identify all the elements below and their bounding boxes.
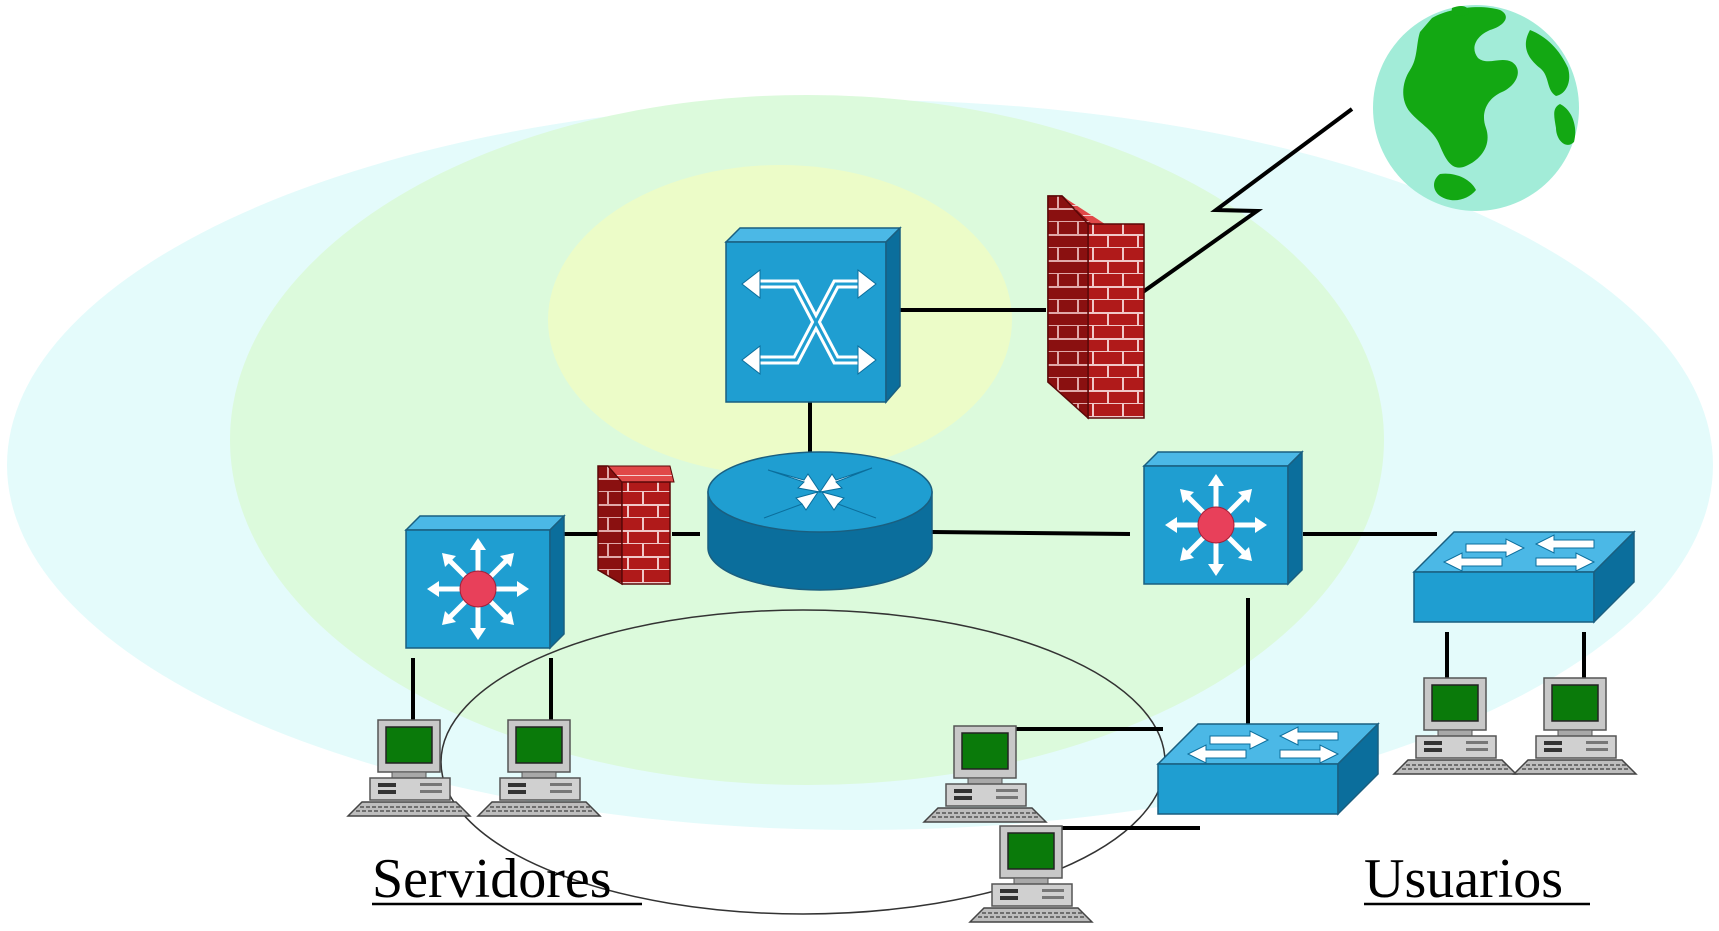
server-multilayer-switch-icon <box>406 516 564 648</box>
user-multilayer-switch-icon <box>1144 452 1302 584</box>
servers-label: Servidores <box>372 848 612 910</box>
user-access-switch-center-icon <box>1157 723 1379 815</box>
user-workstation-2-icon <box>969 825 1093 923</box>
user-workstation-4-icon <box>1513 677 1637 775</box>
user-access-switch-right-icon <box>1413 531 1635 623</box>
links <box>411 107 1586 830</box>
users-label: Usuarios <box>1364 848 1563 910</box>
core-switch-icon <box>724 226 902 404</box>
globe-icon <box>1373 5 1579 211</box>
router-icon <box>707 451 933 591</box>
server-firewall-icon <box>597 465 675 586</box>
perimeter-firewall-icon <box>1047 195 1145 420</box>
